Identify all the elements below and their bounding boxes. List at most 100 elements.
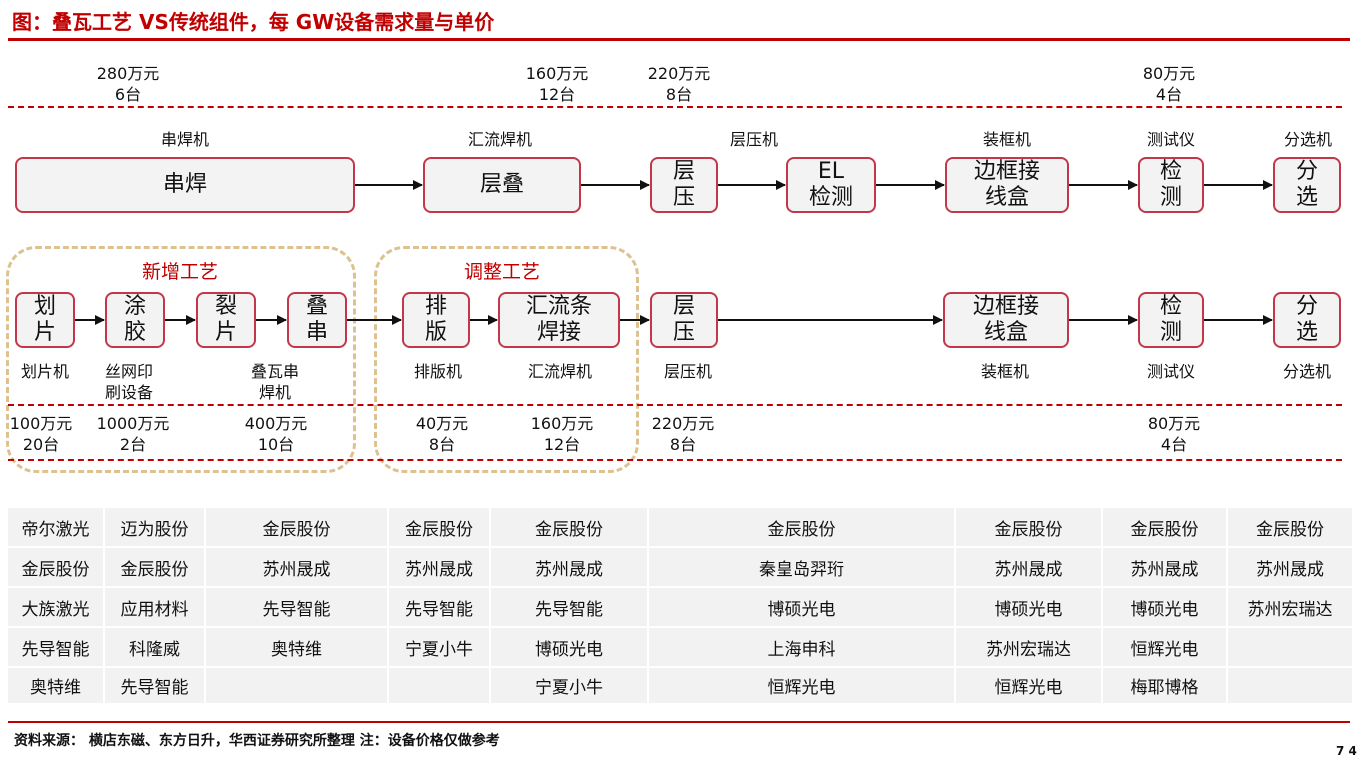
- supplier-cell: 金辰股份: [956, 508, 1101, 546]
- machine-label: 装框机: [982, 130, 1031, 149]
- step-box: 叠 串: [287, 292, 347, 348]
- supplier-cell: 苏州晟成: [206, 548, 387, 586]
- supplier-cell: 金辰股份: [8, 548, 103, 586]
- step-box: 涂 胶: [105, 292, 165, 348]
- supplier-cell: 帝尔激光: [8, 508, 103, 546]
- step-box: 层叠: [423, 157, 581, 213]
- supplier-cell: 苏州晟成: [1103, 548, 1226, 586]
- supplier-cell: 先导智能: [389, 588, 489, 626]
- supplier-cell: 秦皇岛羿珩: [649, 548, 954, 586]
- machine-label: 串焊机: [160, 130, 209, 149]
- supplier-cell: 金辰股份: [491, 508, 647, 546]
- supplier-cell: 宁夏小牛: [389, 628, 489, 666]
- supplier-cell: 苏州晟成: [1228, 548, 1352, 586]
- supplier-cell: 梅耶博格: [1103, 668, 1226, 703]
- step-box: 检 测: [1138, 292, 1204, 348]
- divider-dashed: [8, 404, 1342, 406]
- divider-dashed: [8, 459, 1342, 461]
- supplier-cell: 奥特维: [206, 628, 387, 666]
- step-box: 边框接 线盒: [943, 292, 1069, 348]
- step-box: 串焊: [15, 157, 355, 213]
- supplier-cell: 金辰股份: [389, 508, 489, 546]
- machine-label: 装框机: [980, 362, 1029, 381]
- supplier-cell: 金辰股份: [649, 508, 954, 546]
- machine-label: 排版机: [413, 362, 462, 381]
- machine-label: 划片机: [20, 362, 69, 381]
- divider-dashed: [8, 106, 1342, 108]
- step-box: EL 检测: [786, 157, 876, 213]
- supplier-cell: [1228, 628, 1352, 666]
- supplier-cell: [389, 668, 489, 703]
- supplier-cell: 先导智能: [8, 628, 103, 666]
- supplier-cell: 先导智能: [105, 668, 204, 703]
- supplier-cell: 恒辉光电: [1103, 628, 1226, 666]
- supplier-cell: 金辰股份: [105, 548, 204, 586]
- supplier-cell: 金辰股份: [1228, 508, 1352, 546]
- machine-label: 叠瓦串 焊机: [250, 362, 299, 402]
- source-note: 资料来源： 横店东磁、东方日升，华西证券研究所整理 注：设备价格仅做参考: [14, 733, 500, 749]
- supplier-cell: 上海申科: [649, 628, 954, 666]
- supplier-cell: 苏州晟成: [956, 548, 1101, 586]
- machine-label: 分选机: [1283, 130, 1332, 149]
- supplier-cell: 科隆威: [105, 628, 204, 666]
- supplier-cell: 迈为股份: [105, 508, 204, 546]
- supplier-cell: 恒辉光电: [649, 668, 954, 703]
- supplier-cell: [1228, 668, 1352, 703]
- supplier-cell: 博硕光电: [649, 588, 954, 626]
- step-box: 检 测: [1138, 157, 1204, 213]
- machine-label: 层压机: [729, 130, 778, 149]
- machine-label: 测试仪: [1146, 362, 1195, 381]
- supplier-cell: 宁夏小牛: [491, 668, 647, 703]
- machine-label: 层压机: [663, 362, 712, 381]
- step-box: 层 压: [650, 292, 718, 348]
- step-box: 汇流条 焊接: [498, 292, 620, 348]
- title-rule: [8, 38, 1350, 41]
- supplier-cell: 博硕光电: [491, 628, 647, 666]
- supplier-cell: 苏州宏瑞达: [956, 628, 1101, 666]
- step-box: 分 选: [1273, 157, 1341, 213]
- supplier-cell: 博硕光电: [1103, 588, 1226, 626]
- supplier-cell: 奥特维: [8, 668, 103, 703]
- step-box: 划 片: [15, 292, 75, 348]
- machine-label: 测试仪: [1146, 130, 1195, 149]
- supplier-cell: 大族激光: [8, 588, 103, 626]
- supplier-cell: 金辰股份: [206, 508, 387, 546]
- supplier-cell: 先导智能: [491, 588, 647, 626]
- machine-label: 汇流焊机: [527, 362, 592, 381]
- machine-label: 丝网印 刷设备: [105, 362, 154, 402]
- footer-rule: [8, 721, 1350, 723]
- machine-label: 分选机: [1282, 362, 1331, 381]
- group-new-label: 新增工艺: [141, 261, 218, 283]
- supplier-cell: [206, 668, 387, 703]
- supplier-cell: 博硕光电: [956, 588, 1101, 626]
- supplier-cell: 苏州宏瑞达: [1228, 588, 1352, 626]
- supplier-cell: 苏州晟成: [389, 548, 489, 586]
- step-box: 分 选: [1273, 292, 1341, 348]
- group-new-outline: [6, 246, 356, 473]
- supplier-cell: 金辰股份: [1103, 508, 1226, 546]
- group-adjust-label: 调整工艺: [463, 261, 540, 283]
- step-box: 排 版: [402, 292, 470, 348]
- group-adjust-outline: [374, 246, 639, 473]
- page-title: 图：叠瓦工艺 VS传统组件，每 GW设备需求量与单价: [12, 10, 495, 34]
- supplier-cell: 先导智能: [206, 588, 387, 626]
- page-mark: 7 4: [1336, 744, 1357, 758]
- step-box: 层 压: [650, 157, 718, 213]
- supplier-cell: 应用材料: [105, 588, 204, 626]
- supplier-cell: 恒辉光电: [956, 668, 1101, 703]
- supplier-cell: 苏州晟成: [491, 548, 647, 586]
- step-box: 边框接 线盒: [945, 157, 1069, 213]
- machine-label: 汇流焊机: [467, 130, 532, 149]
